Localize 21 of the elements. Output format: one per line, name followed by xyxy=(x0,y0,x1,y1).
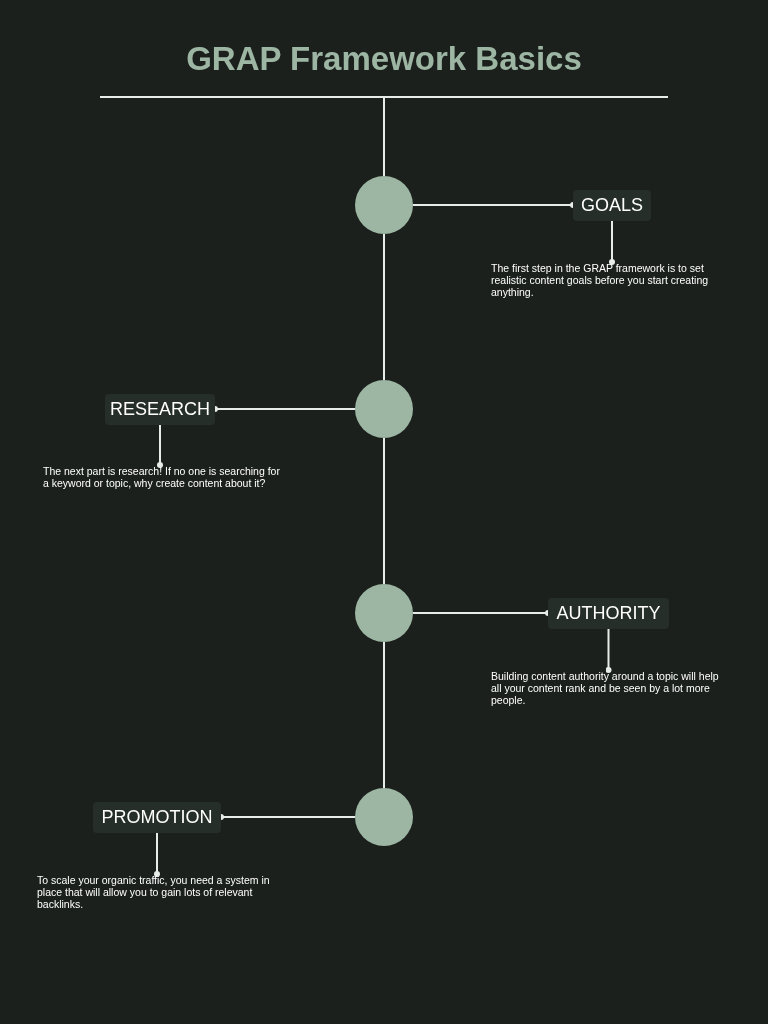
step-circle xyxy=(355,176,413,234)
connector-line xyxy=(154,832,160,877)
connector-line xyxy=(157,424,163,468)
step-description: To scale your organic traffic, you need a system in place that will allow you to gain lots of relevant backlinks. xyxy=(37,874,282,910)
step-circle xyxy=(355,380,413,438)
step-description: The next part is research! If no one is searching for a keyword or topic, why create content about it? xyxy=(43,465,283,489)
connector-line xyxy=(605,628,612,673)
connector-line xyxy=(383,437,385,585)
step-description: Building content authority around a topic will help all your content rank and be seen by a lot more people. xyxy=(491,670,731,706)
step-heading: GOALS xyxy=(573,190,651,221)
step-circle xyxy=(355,788,413,846)
connector-line xyxy=(383,641,385,789)
step-circle xyxy=(355,584,413,642)
step-heading: AUTHORITY xyxy=(548,598,669,629)
step-heading: PROMOTION xyxy=(93,802,221,833)
step-description: The first step in the GRAP framework is to set realistic content goals before you start creating anything. xyxy=(491,262,736,298)
title: GRAP Framework Basics xyxy=(185,40,583,78)
step-heading: RESEARCH xyxy=(105,394,215,425)
connector-line xyxy=(383,233,385,381)
connector-line xyxy=(609,220,615,265)
connector-line xyxy=(383,97,385,177)
